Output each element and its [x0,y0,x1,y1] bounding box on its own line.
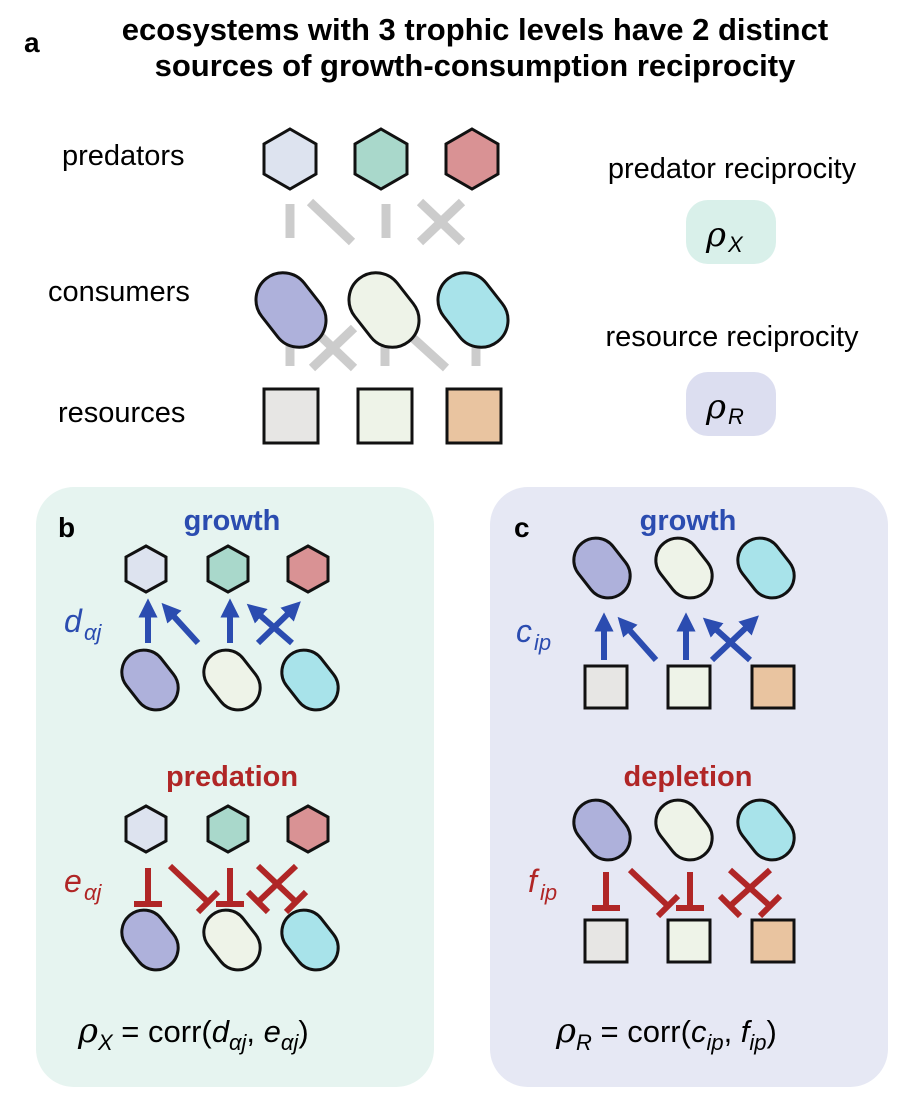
panel-c-depletion-variable-subscript: ip [540,880,557,905]
predator-hexagon-3 [286,544,330,594]
resource-square-3 [750,918,796,964]
panel-a-consumers [254,271,510,349]
panel-c-formula: ρR = corr(cip, fip) [555,1011,777,1055]
resource-square-1 [262,387,320,445]
panel-c-growth-arrows [594,612,759,663]
resource-square-2 [666,918,712,964]
panel-b-growth-heading: growth [184,505,281,537]
consumer-pill-2 [347,271,421,349]
predator-reciprocity-label: predator reciprocity [608,153,857,185]
panel-c-letter: c [514,512,530,543]
resource-square-1 [583,664,629,710]
predator-reciprocity-badge [686,200,776,264]
panel-b-top-predators [124,544,330,594]
resource-square-2 [356,387,414,445]
level-label-consumers: consumers [48,276,190,308]
consumer-pill-1 [254,271,328,349]
consumer-pill-1 [572,798,632,862]
panel-b-predation-variable-subscript: αj [84,880,103,905]
panel-b-growth-variable-subscript: αj [84,620,103,645]
resource-square-3 [445,387,503,445]
panel-b-top-consumers [120,648,340,712]
panel-b-letter: b [58,512,75,543]
panel-c-growth-heading: growth [640,505,737,537]
predator-hexagon-2 [206,804,250,854]
resource-square-1 [583,918,629,964]
resource-reciprocity-symbol: ρ [705,387,726,427]
consumer-pill-3 [280,648,340,712]
predator-hexagon-2 [206,544,250,594]
panel-b-growth-arrows [138,598,301,646]
resource-reciprocity-badge [686,372,776,436]
panel-c-growth-variable-subscript: ip [534,630,551,655]
consumer-pill-1 [572,536,632,600]
consumer-pill-2 [654,536,714,600]
panel-c-depletion-inhibitors [592,867,783,919]
panel-b-bottom-predators [124,804,330,854]
panel-c-bottom-resources [583,918,796,964]
panel-a-resources [262,387,503,445]
consumer-pill-2 [654,798,714,862]
panel-a-predators [262,127,500,191]
level-label-resources: resources [58,397,185,429]
panel-a-letter: a [24,27,40,58]
predator-hexagon-1 [124,544,168,594]
predator-hexagon-1 [262,127,318,191]
consumer-pill-3 [736,536,796,600]
panel-c-bottom-consumers [572,798,796,862]
consumer-pill-2 [202,648,262,712]
panel-b-predation-heading: predation [166,761,298,793]
predator-hexagon-3 [444,127,500,191]
predator-reciprocity-subscript: X [727,232,744,257]
panel-c-depletion-heading: depletion [624,761,753,793]
panel-b-bottom-consumers [120,908,340,972]
predator-reciprocity-symbol: ρ [705,215,726,255]
consumer-pill-3 [736,798,796,862]
resource-reciprocity-subscript: R [728,404,744,429]
panel-b-predation-inhibitors [134,863,309,915]
panel-a-title-line1: ecosystems with 3 trophic levels have 2 … [122,12,828,47]
level-label-predators: predators [62,140,185,172]
predator-hexagon-3 [286,804,330,854]
panel-c-growth-variable: c [516,613,532,649]
resource-square-3 [750,664,796,710]
consumer-pill-3 [280,908,340,972]
consumer-pill-2 [202,908,262,972]
consumer-pill-1 [120,648,180,712]
panel-a-title-line2: sources of growth-consumption reciprocit… [155,48,796,83]
panel-c-top-resources [583,664,796,710]
resource-square-2 [666,664,712,710]
predator-hexagon-2 [353,127,409,191]
panel-b-formula: ρX = corr(dαj, eαj) [77,1011,309,1055]
consumer-pill-3 [436,271,510,349]
consumer-pill-1 [120,908,180,972]
resource-reciprocity-label: resource reciprocity [605,321,859,353]
panel-b-growth-variable: d [64,603,83,639]
predator-hexagon-1 [124,804,168,854]
panel-c-top-consumers [572,536,796,600]
panel-b-predation-variable: e [64,863,82,899]
predator-consumer-links [285,198,466,246]
